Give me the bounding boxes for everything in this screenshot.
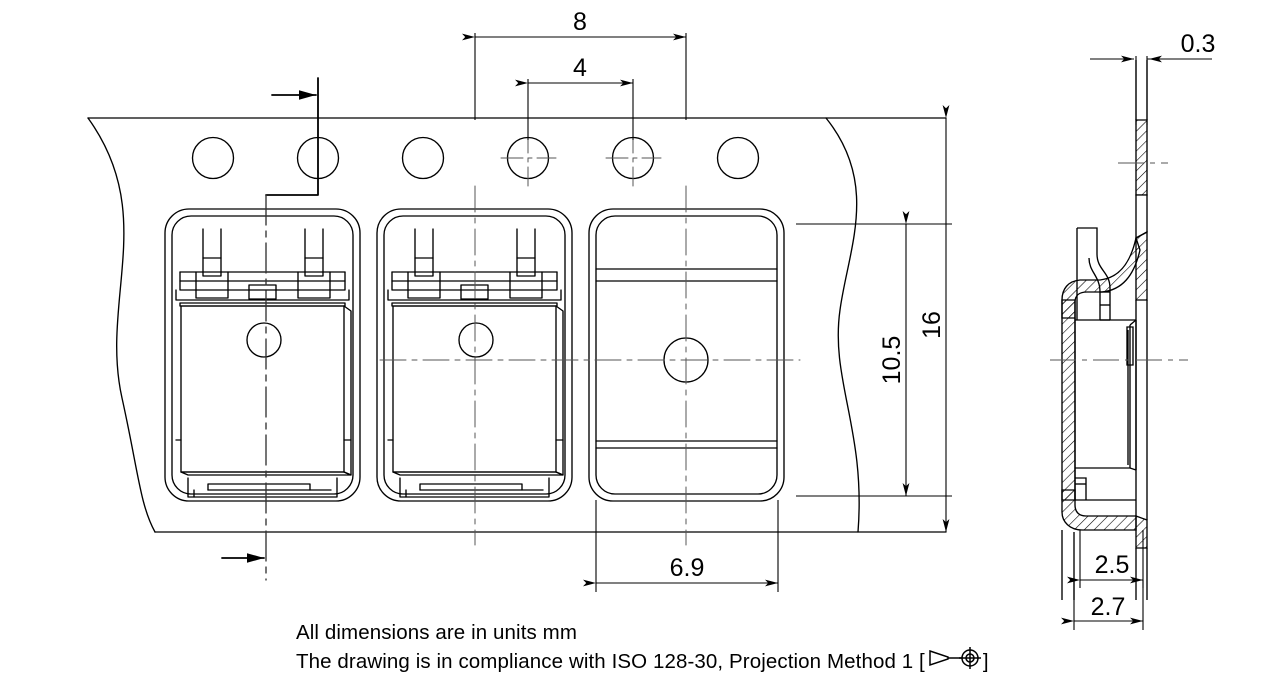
break-line-left <box>87 117 156 533</box>
component-body <box>180 305 345 473</box>
dimension-pocket-depth <box>1067 530 1144 588</box>
dimension-label-0-3: 0.3 <box>1181 30 1216 58</box>
sprocket-centerlines <box>500 130 662 187</box>
dimension-label-16: 16 <box>918 311 946 339</box>
dimension-label-10-5: 10.5 <box>878 336 906 385</box>
dimension-label-8: 8 <box>573 8 587 36</box>
dimension-pitch-sprocket <box>515 79 634 140</box>
dimension-label-2-5: 2.5 <box>1095 551 1130 579</box>
note-standard-suffix: ] <box>982 649 989 673</box>
dimension-tape-thickness <box>1090 55 1212 125</box>
break-line-right <box>825 117 860 533</box>
dimension-label-6-9: 6.9 <box>670 554 705 582</box>
dimension-overall-depth <box>1061 580 1144 630</box>
tape-outline <box>87 117 947 533</box>
section-component-lead <box>1076 227 1111 321</box>
component-center-hole <box>458 322 494 358</box>
note-standard: The drawing is in compliance with ISO 12… <box>296 646 1056 677</box>
cross-section-view <box>1050 60 1188 600</box>
dimension-pocket-height <box>796 211 952 497</box>
dimension-pocket-width <box>583 500 779 592</box>
dimension-pitch-pocket <box>462 33 687 120</box>
note-units: All dimensions are in units mm <box>296 621 577 644</box>
section-lower-wall <box>1061 489 1137 531</box>
sprocket-hole-row <box>191 136 760 180</box>
dimension-labels: 8 4 16 10.5 6.9 0.3 2.5 2.7 <box>573 8 1215 621</box>
component-center-hole <box>246 322 282 358</box>
first-angle-projection-symbol <box>926 646 982 677</box>
drawing-notes: All dimensions are in units mm The drawi… <box>296 620 1056 677</box>
plan-view-geometry <box>87 77 947 581</box>
sprocket-hole <box>401 136 445 180</box>
dimension-label-4: 4 <box>573 54 587 82</box>
sprocket-hole <box>716 136 760 180</box>
section-cut-line <box>265 77 319 581</box>
pocket-outline-inner <box>171 215 354 495</box>
section-component-body <box>1074 318 1137 501</box>
pocket-2-loaded <box>376 208 573 502</box>
pocket-1-loaded <box>164 208 361 502</box>
dimension-label-2-7: 2.7 <box>1091 593 1126 621</box>
pocket-outline-outer <box>164 208 361 502</box>
section-left-wall <box>1061 299 1076 501</box>
section-centerlines <box>1050 162 1188 361</box>
plan-centerlines <box>379 185 801 546</box>
sprocket-hole <box>191 136 235 180</box>
note-standard-text: The drawing is in compliance with ISO 12… <box>296 649 925 673</box>
